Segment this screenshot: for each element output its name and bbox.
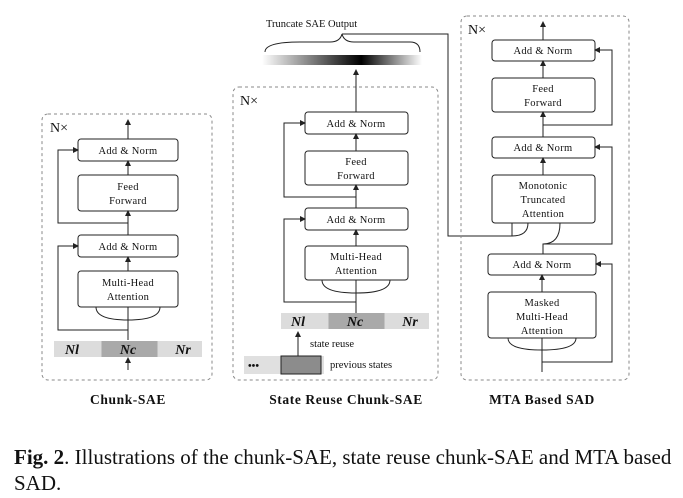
chunk-sae-mha-label-2: Attention [107,292,150,303]
mta-sad-title: MTA Based SAD [489,392,595,407]
state-reuse-ff-label-1: Feed [345,157,367,168]
previous-states-label: previous states [330,360,392,371]
state-reuse-panel: Truncate SAE Output N× Add & Norm Feed F… [232,19,512,407]
state-reuse-title: State Reuse Chunk-SAE [269,392,423,407]
mta-sad-enc-kv-arrows [511,222,529,237]
state-reuse-repeat-label: N× [240,94,258,109]
state-reuse-add-norm-top-label: Add & Norm [327,119,386,130]
chunk-sae-seg-nl: Nl [64,343,79,358]
state-reuse-label: state reuse [310,339,354,350]
chunk-sae-dashed-frame [41,113,213,381]
mta-sad-add-norm-top-label: Add & Norm [514,46,573,57]
chunk-sae-ff-label-2: Forward [109,196,147,207]
mta-sad-res-mta [543,144,613,245]
chunk-sae-mha-label-1: Multi-Head [102,278,154,289]
mta-sad-mta-label-3: Attention [522,209,565,220]
truncate-sae-output-label: Truncate SAE Output [266,19,357,30]
figure-caption: Fig. 2. Illustrations of the chunk-SAE, … [14,444,674,496]
mta-sad-add-norm-mid-label: Add & Norm [514,143,573,154]
figure-label: Fig. 2 [14,445,65,469]
mta-sad-mmha-label-2: Multi-Head [516,312,568,323]
chunk-sae-res-mha [57,243,128,331]
chunk-sae-title: Chunk-SAE [90,392,166,407]
mta-sad-mta-label-2: Truncated [521,195,566,206]
truncate-to-mta-link [342,33,512,237]
mta-sad-ff-label-2: Forward [524,98,562,109]
mta-sad-mmha-label-3: Attention [521,326,564,337]
previous-state-block [280,355,322,375]
mta-sad-qkv-arrows [507,337,577,372]
chunk-sae-ff-label-1: Feed [117,182,139,193]
mta-sad-mta-label-1: Monotonic [519,181,568,192]
previous-states-dots: ••• [248,361,259,372]
chunk-sae-repeat-label: N× [50,121,68,136]
state-reuse-res-ff [283,120,356,198]
chunk-sae-add-norm-top-label: Add & Norm [99,146,158,157]
state-reuse-segment-bar [281,313,429,329]
truncate-output-bar [262,55,422,65]
state-reuse-mha-label-2: Attention [335,266,378,277]
chunk-sae-panel: N× Add & Norm Feed Forward Add & Norm Mu… [41,113,213,407]
state-reuse-dashed-frame [232,86,439,381]
chunk-sae-add-norm-bottom-label: Add & Norm [99,242,158,253]
state-reuse-mha-label-1: Multi-Head [330,252,382,263]
chunk-sae-segment-bar [54,341,202,357]
state-reuse-seg-nr: Nr [401,315,418,330]
chunk-sae-seg-nr: Nr [174,343,191,358]
architecture-diagram: N× Add & Norm Feed Forward Add & Norm Mu… [41,15,630,407]
mta-sad-query-arrow [542,222,561,254]
chunk-sae-qkv-arrows [95,306,161,340]
state-reuse-res-mha [283,216,356,303]
chunk-sae-res-ff [57,147,128,224]
mta-sad-res-ff [543,47,613,126]
figure-caption-text: . Illustrations of the chunk-SAE, state … [14,445,672,495]
mta-sad-ff-label-1: Feed [532,84,554,95]
mta-sad-dashed-frame [460,15,630,381]
mta-sad-res-mmha [542,261,613,363]
mta-sad-repeat-label: N× [468,23,486,38]
truncate-brace [264,33,421,53]
state-reuse-seg-nl: Nl [290,315,305,330]
state-reuse-qkv-arrows [321,279,391,313]
state-reuse-ff-label-2: Forward [337,171,375,182]
mta-sad-panel: N× Add & Norm Feed Forward Add & Norm Mo… [460,15,630,407]
mta-sad-add-norm-bottom-label: Add & Norm [513,260,572,271]
mta-sad-mmha-label-1: Masked [524,298,559,309]
chunk-sae-seg-nc: Nc [119,343,137,358]
state-reuse-add-norm-bottom-label: Add & Norm [327,215,386,226]
state-reuse-seg-nc: Nc [346,315,364,330]
